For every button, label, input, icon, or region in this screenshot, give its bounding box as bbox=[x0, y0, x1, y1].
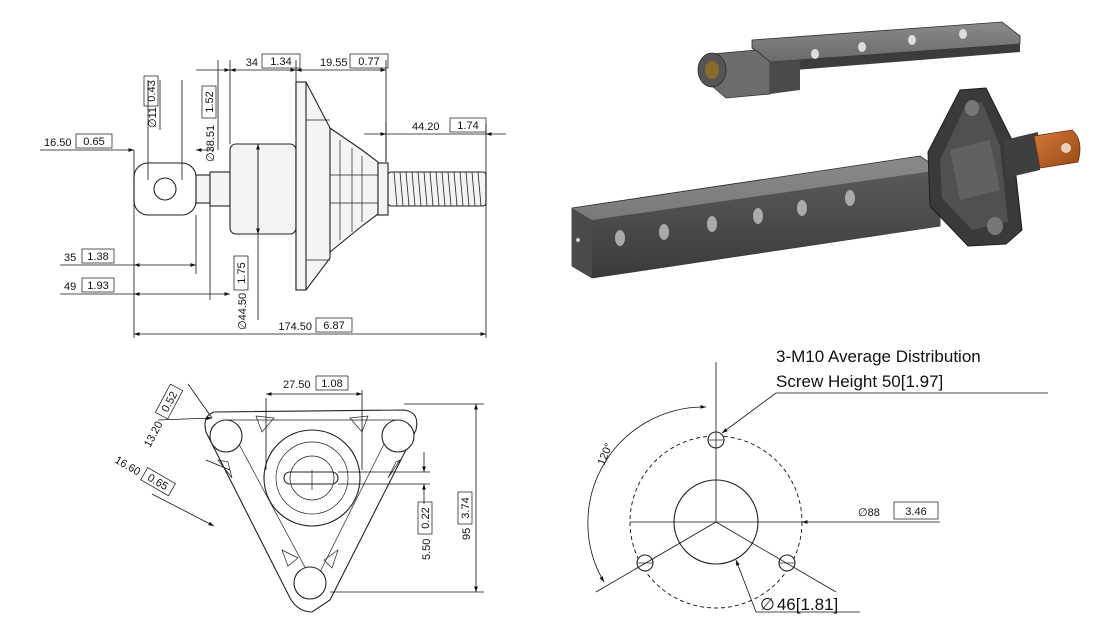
thread-line bbox=[441, 171, 446, 207]
dim-88-in: 3.46 bbox=[905, 506, 926, 518]
dim-3851-in: 1.52 bbox=[204, 91, 216, 112]
dim-11-in: 0.43 bbox=[146, 80, 158, 101]
collar bbox=[209, 171, 231, 207]
thread-line bbox=[417, 171, 422, 207]
thread-line bbox=[465, 171, 470, 207]
dim-95: 95 bbox=[461, 528, 473, 540]
dim-2750: 27.50 bbox=[283, 379, 311, 391]
dim-1955-in: 0.77 bbox=[358, 56, 379, 68]
side-view: 34 1.34 19.55 0.77 44.20 1.74 16.50 0.65… bbox=[40, 53, 506, 338]
thread-line bbox=[411, 171, 416, 207]
joint-assembly-render bbox=[571, 87, 1081, 279]
thread-line bbox=[423, 171, 428, 207]
dim-49: 49 bbox=[64, 281, 76, 293]
dim-35: 35 bbox=[64, 252, 76, 264]
thread-line bbox=[447, 171, 452, 207]
dim-46: ∅46[1.81] bbox=[760, 595, 838, 614]
dim-34-in: 1.34 bbox=[270, 56, 291, 68]
thread-line bbox=[453, 171, 458, 207]
dim-4450-in: 1.75 bbox=[236, 262, 248, 283]
note-line-2: Screw Height 50[1.97] bbox=[776, 372, 943, 391]
eye-hole bbox=[153, 177, 177, 201]
dim-1660-in: 0.65 bbox=[145, 472, 170, 493]
dim-88: ∅88 bbox=[858, 507, 880, 519]
thread-line bbox=[393, 171, 398, 207]
thread-line bbox=[429, 171, 434, 207]
rib-cone bbox=[329, 126, 379, 254]
thread-lines bbox=[393, 171, 482, 207]
dim-17450: 174.50 bbox=[278, 321, 312, 333]
thread-line bbox=[477, 171, 482, 207]
shaft-collar bbox=[377, 162, 389, 216]
dim-4450: ∅44.50 bbox=[237, 293, 249, 330]
neck bbox=[195, 174, 211, 204]
dim-17450-in: 6.87 bbox=[323, 320, 344, 332]
angle-120: 120° bbox=[596, 442, 616, 468]
extension-arm-render bbox=[697, 21, 1021, 99]
housing-cylinder bbox=[229, 143, 297, 235]
dim-1320-in: 0.52 bbox=[160, 390, 181, 415]
dim-4420: 44.20 bbox=[412, 121, 440, 133]
dim-95-in: 3.74 bbox=[460, 497, 472, 518]
dim-1650: 16.50 bbox=[44, 137, 72, 149]
dim-550-in: 0.22 bbox=[420, 507, 432, 528]
dim-1320: 13.20 bbox=[142, 419, 166, 449]
dim-550: 5.50 bbox=[421, 539, 433, 560]
thread-line bbox=[399, 171, 404, 207]
dim-34: 34 bbox=[246, 57, 258, 69]
front-view: 27.50 1.08 13.20 0.52 16.60 0.65 5.50 0.… bbox=[113, 375, 484, 613]
dim-2750-in: 1.08 bbox=[321, 378, 342, 390]
dim-1660: 16.60 bbox=[113, 454, 143, 478]
dim-11: ∅11 bbox=[147, 107, 159, 128]
dim-49-in: 1.93 bbox=[87, 280, 108, 292]
dim-35-in: 1.38 bbox=[87, 251, 108, 263]
thread-line bbox=[459, 171, 464, 207]
dim-1650-in: 0.65 bbox=[83, 136, 104, 148]
dim-3851: ∅38.51 bbox=[205, 125, 217, 162]
flange-plate bbox=[295, 81, 307, 291]
bolt-pattern-view: 3-M10 Average Distribution Screw Height … bbox=[587, 347, 1048, 614]
dim-1955: 19.55 bbox=[320, 57, 348, 69]
note-line-1: 3-M10 Average Distribution bbox=[776, 347, 981, 366]
thread-line bbox=[405, 171, 410, 207]
eye-slot bbox=[283, 471, 339, 485]
thread-line bbox=[435, 171, 440, 207]
thread-line bbox=[471, 171, 476, 207]
dim-4420-in: 1.74 bbox=[457, 120, 478, 132]
